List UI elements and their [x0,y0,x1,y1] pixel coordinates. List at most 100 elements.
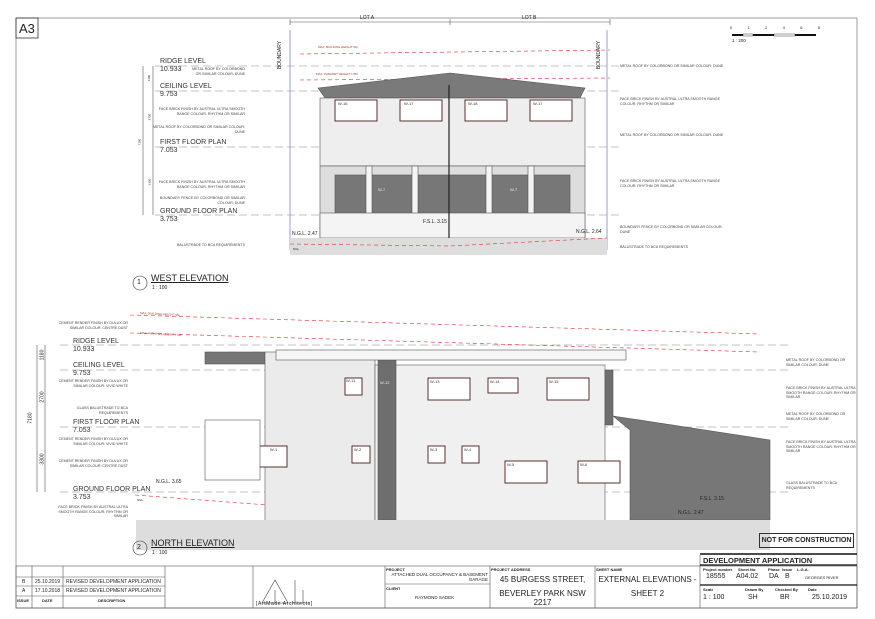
max-building-height: MAX. BUILDING HEIGHT 9M [318,45,358,49]
sheet-name-line-1: EXTERNAL ELEVATIONS - [598,575,697,584]
scale: 1 : 100 [703,594,725,601]
note: METAL ROOF BY COLORBOND OR SIMILAR COLOU… [620,64,724,68]
window-tag: W-14 [490,379,500,384]
window-tag: W-5 [507,462,515,467]
tick: 8 [817,25,820,30]
max-parapet-height: MAX. PARAPET HEIGHT 7.0M [316,72,358,76]
issue-b-date: 25.10.2019 [35,579,61,585]
note: METAL ROOF BY COLORBOND OR SIMILAR COLOU… [620,133,724,137]
level-rl: 7.053 [73,427,91,434]
level-name: CEILING LEVEL [73,362,125,369]
tick: 4 [782,25,785,30]
issue-a: A [22,588,26,594]
rl-tag: F.S.L. 3.15 [423,219,447,225]
view-title-north: NORTH ELEVATION [151,538,235,548]
level-rl: 7.053 [160,147,178,154]
note: CEMENT RENDER FINISH BY DULUX OR SIMILAR… [58,379,128,388]
window-tag: W-17 [533,101,543,106]
note: METAL ROOF BY COLORBOND OR SIMILAR COLOU… [786,358,846,367]
rl-tag: N.G.L. 2.47 [292,231,318,237]
lot-a-label: LOT A [360,15,375,21]
note: FACE BRICK FINISH BY AUSTRAL ULTRA SMOOT… [786,386,856,399]
note: FACE BRICK FINISH BY AUSTRAL ULTRA SMOOT… [58,505,128,518]
status-title: DEVELOPMENT APPLICATION [703,556,813,565]
rl-tag: N.G.L. 2.64 [576,229,602,235]
sheet-no-label: Sheet No. [738,567,757,572]
drawn-by: SH [748,594,758,601]
note: METAL ROOF BY COLORBOND OR SIMILAR COLOU… [192,67,245,76]
phase: DA [769,573,779,580]
tick: 6 [800,25,803,30]
lga: GEORGES RIVER [805,575,839,580]
note: BOUNDARY FENCE BY COLORBOND OR SIMILAR C… [620,225,723,234]
note: FACE BRICK FINISH BY AUSTRAL ULTRA SMOOT… [620,179,720,188]
sheet-name-line-2: SHEET 2 [630,589,665,598]
scale-bar [732,33,816,37]
drawn-by-label: Drawn By [745,587,764,592]
view-scale: 1 : 100 [152,285,168,291]
level-rl: 9.753 [160,91,178,98]
note: BALUSTRADE TO BCA REQUIREMENTS [177,243,245,247]
issue-a-description: REVISED DEVELOPMENT APPLICATION [66,588,161,594]
level-rl: 10.933 [160,66,182,73]
address-label: PROJECT ADDRESS [491,567,531,572]
note: FACE BRICK FINISH BY AUSTRAL ULTRA SMOOT… [786,440,856,453]
window-tag: W-6 [580,462,588,467]
window-tag: W-2 [354,447,362,452]
level-rl: 3.753 [160,216,178,223]
note: FACE BRICK FINISH BY AUSTRAL ULTRA SMOOT… [158,180,245,189]
ngl-tag: NGL [293,247,300,251]
rl-tag: F.S.L. 3.15 [700,496,724,502]
note: BOUNDARY FENCE BY COLORBOND OR SIMILAR C… [159,196,245,205]
rl-tag: N.G.L. 2.47 [678,510,704,516]
window-tag: W-7 [510,187,518,192]
window-tag: W-16 [338,101,348,106]
west-elevation-drawing [132,19,620,291]
address-line-2: BEVERLEY PARK NSW 2217 [499,589,586,607]
client-name: RAYMOND SADEK [415,595,455,600]
view-scale: 1 : 100 [152,550,168,556]
project-number-label: Project number [703,567,733,572]
sheet-name-label: SHEET NAME [596,567,623,572]
tick: 2 [765,25,768,30]
issue: B [785,573,790,580]
level-name: GROUND FLOOR PLAN [73,486,151,493]
level-name: RIDGE LEVEL [73,338,119,345]
title-block-lines [15,553,858,609]
window-tag: W-4 [464,447,472,452]
date-label: Date [808,587,817,592]
note: METAL ROOF BY COLORBOND OR SIMILAR COLOU… [786,412,846,421]
note: GLASS BALUSTRADE TO BCA REQUIREMENTS [76,406,128,415]
dim: 7180 [137,138,142,146]
dim: 3300 [39,453,46,465]
view-number: 1 [137,279,141,286]
note: GLASS BALUSTRADE TO BCA REQUIREMENTS [786,481,837,490]
note: FACE BRICK FINISH BY AUSTRAL ULTRA SMOOT… [158,107,245,116]
description-header: DESCRIPTION [98,598,126,603]
issue-label: Issue [782,567,793,572]
issue-b: B [22,579,26,585]
ngl-tag: NGL [137,498,144,502]
project-name: ATTACHED DUAL OCCUPANCY & BASEMENT GARAG… [391,572,488,583]
boundary-label-right: BOUNDARY [596,40,603,70]
checked-by-label: Checked By [775,587,798,592]
not-for-construction-stamp: NOT FOR CONSTRUCTION [759,533,854,548]
lot-b-label: LOT B [522,15,537,21]
level-rl: 9.753 [73,370,91,377]
level-rl: 3.753 [73,494,91,501]
firm-name: [ArtMade Architects] [256,601,313,607]
level-rl: 10.933 [73,346,95,353]
note: CEMENT RENDER FINISH BY DULUX OR SIMILAR… [58,459,128,468]
view-title-west: WEST ELEVATION [151,273,229,283]
tick: 0 [730,25,733,30]
dim: 1180 [39,349,46,361]
scale-label: Scale [703,587,714,592]
scale-bar-label: 1 : 200 [732,38,746,43]
